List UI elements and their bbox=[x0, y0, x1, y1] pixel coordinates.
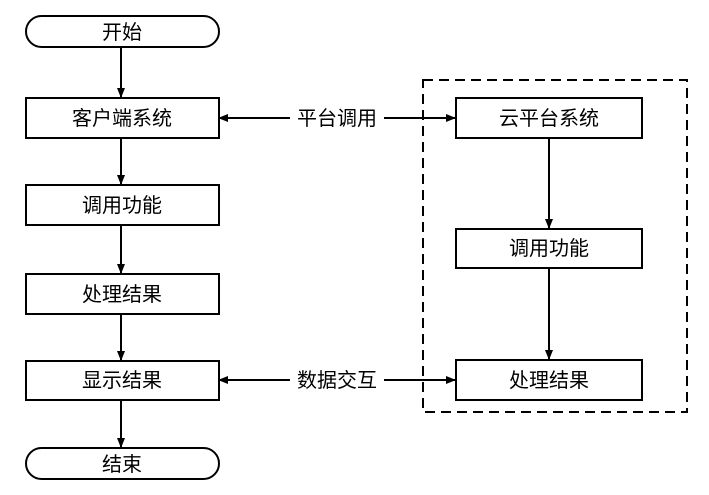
call-function-label-left: 调用功能 bbox=[82, 193, 162, 217]
edge-label-bg-data-exchange bbox=[290, 366, 384, 394]
client-system-node bbox=[25, 97, 220, 139]
client-system-label: 客户端系统 bbox=[72, 106, 172, 130]
process-result-label-right: 处理结果 bbox=[509, 368, 589, 392]
process-result-label-left: 处理结果 bbox=[82, 282, 162, 306]
cloud-platform-system-label: 云平台系统 bbox=[499, 106, 599, 130]
edge-label-data-exchange: 数据交互 bbox=[297, 368, 377, 392]
start-node-label: 开始 bbox=[102, 20, 142, 44]
end-node bbox=[25, 447, 220, 480]
start-node bbox=[25, 15, 220, 48]
cloud-platform-system-node bbox=[455, 97, 643, 139]
call-function-label-right: 调用功能 bbox=[509, 236, 589, 260]
process-result-node-right bbox=[455, 359, 643, 401]
call-function-node-left bbox=[25, 184, 220, 226]
edge-label-bg-platform-call bbox=[290, 104, 384, 132]
display-result-label: 显示结果 bbox=[82, 368, 162, 392]
display-result-node bbox=[25, 360, 220, 401]
cloud-platform-boundary bbox=[422, 79, 688, 413]
edge-label-platform-call: 平台调用 bbox=[297, 106, 377, 130]
end-node-label: 结束 bbox=[102, 452, 142, 476]
process-result-node-left bbox=[25, 273, 220, 315]
call-function-node-right bbox=[455, 228, 643, 269]
